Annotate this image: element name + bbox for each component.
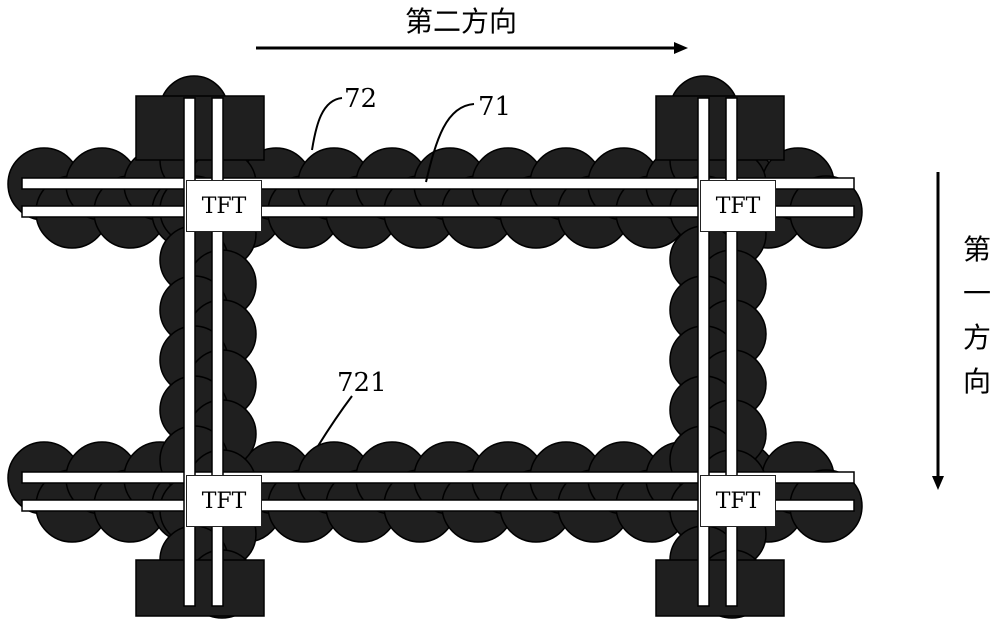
leader-72: [311, 97, 343, 151]
ref-label-721: 721: [337, 368, 387, 398]
h-line: [21, 205, 855, 218]
tft-top-left: TFT: [186, 180, 262, 232]
tft-bottom-left: TFT: [186, 475, 262, 527]
pad: [655, 95, 785, 161]
pad: [135, 559, 265, 617]
pad: [655, 559, 785, 617]
pad: [135, 95, 265, 161]
ref-label-71: 71: [478, 92, 512, 122]
line-layer: [21, 97, 855, 607]
h-line: [21, 471, 855, 484]
v-line: [183, 97, 196, 607]
tft-bottom-right: TFT: [700, 475, 776, 527]
ref-label-72: 72: [344, 84, 378, 114]
leader-layer: [311, 97, 475, 447]
arrow-layer: [256, 42, 944, 490]
v-line: [211, 97, 224, 607]
h-line: [21, 177, 855, 190]
v-line: [697, 97, 710, 607]
first-direction-label: 第一方向: [962, 233, 991, 398]
v-line: [725, 97, 738, 607]
tft-top-right: TFT: [700, 180, 776, 232]
h-line: [21, 499, 855, 512]
leader-71: [425, 103, 475, 183]
leader-721: [317, 395, 353, 447]
second-direction-label: 第二方向: [405, 5, 518, 38]
